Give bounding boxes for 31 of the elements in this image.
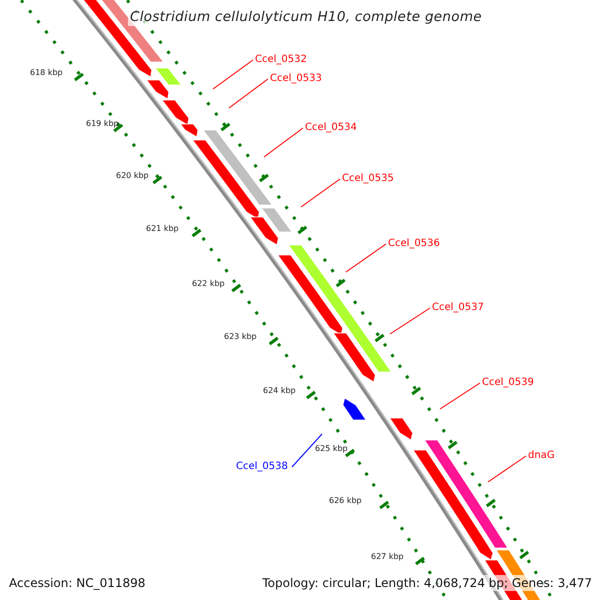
leader-line	[300, 178, 340, 208]
position-label: 618 kbp	[30, 68, 63, 78]
position-label: 625 kbp	[315, 444, 348, 454]
position-label: 619 kbp	[86, 119, 119, 129]
position-label: 620 kbp	[116, 171, 149, 181]
gene-label: Ccel_0532	[255, 52, 307, 68]
position-label: 623 kbp	[224, 332, 257, 342]
leader-line	[264, 128, 304, 158]
position-label: 627 kbp	[371, 552, 404, 562]
leader-line	[228, 78, 268, 108]
position-label: 621 kbp	[146, 224, 179, 234]
position-label: 624 kbp	[263, 386, 296, 396]
gene-label: Ccel_0539	[482, 375, 534, 391]
gene-label: Ccel_0533	[270, 71, 322, 87]
accession-text: Accession: NC_011898	[9, 575, 146, 591]
leader-line	[346, 244, 386, 272]
gene-label: Ccel_0538	[236, 459, 288, 475]
leader-line	[292, 434, 322, 468]
leader-line	[212, 60, 254, 90]
gene-label: Ccel_0537	[432, 300, 484, 316]
leader-line	[390, 308, 430, 334]
position-label: 626 kbp	[329, 496, 362, 506]
genome-info-text: Topology: circular; Length: 4,068,724 bp; Genes: 3,477	[262, 575, 592, 591]
gene-label: Ccel_0535	[342, 171, 394, 187]
gene-label: dnaG	[528, 448, 555, 464]
leader-line	[488, 456, 526, 482]
gene-label: Ccel_0534	[305, 120, 357, 136]
position-label: 622 kbp	[192, 279, 225, 289]
map-title: Clostridium cellulolyticum H10, complete genome	[128, 8, 484, 26]
gene-label: Ccel_0536	[388, 236, 440, 252]
leader-line	[440, 382, 480, 410]
